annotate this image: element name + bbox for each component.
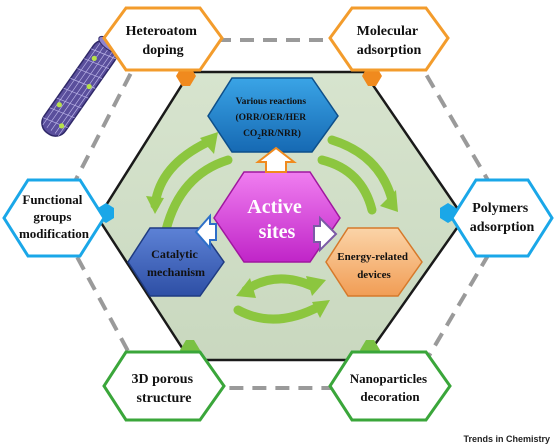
molecular-adsorption-hexagon	[328, 6, 450, 72]
cycle-arrowheads	[146, 132, 398, 318]
arrowhead-icon	[236, 278, 256, 298]
arrowhead-icon	[306, 276, 326, 296]
functional-groups-hexagon	[2, 178, 106, 258]
various-reactions-label: Various reactions (ORR/OER/HER CO2RR/NRR…	[235, 97, 308, 141]
journal-credit: Trends in Chemistry	[463, 434, 550, 444]
arrowhead-icon	[380, 190, 398, 212]
polymers-adsorption-label: Polymers adsorption	[470, 201, 535, 235]
curved-arrow-icon	[317, 155, 377, 215]
up-arrow-icon	[255, 146, 297, 173]
heteroatom-doping-hexagon	[102, 6, 224, 72]
cycle-arrows	[150, 135, 397, 324]
right-arrow-icon	[313, 215, 338, 253]
polymers-adsorption-hexagon	[450, 178, 554, 258]
heteroatom-doping-label: Heteroatom doping	[126, 24, 201, 58]
catalytic-mechanism-label: Catalytic mechanism	[147, 247, 205, 279]
nanoparticles-decoration-hexagon	[328, 350, 452, 422]
porous-structure-hexagon	[102, 350, 226, 422]
porous-structure-label: 3D porous structure	[131, 372, 196, 406]
curved-arrow-icon	[161, 155, 233, 235]
nanoparticles-decoration-label: Nanoparticles decoration	[350, 371, 431, 404]
arrowhead-icon	[200, 132, 218, 154]
left-arrow-icon	[194, 213, 217, 251]
various-reactions-hexagon	[207, 77, 339, 153]
arrowhead-icon	[312, 300, 330, 318]
active-sites-hexagon	[213, 171, 341, 263]
arrowhead-icon	[146, 196, 164, 214]
curved-arrow-icon	[327, 135, 397, 205]
energy-devices-hexagon	[325, 227, 423, 297]
functional-groups-label: Functional groups modification	[19, 192, 90, 241]
molecular-adsorption-label: Molecular adsorption	[357, 24, 422, 58]
active-sites-label: Active sites	[247, 196, 306, 243]
curved-arrow-icon	[233, 301, 325, 324]
energy-devices-label: Energy-related devices	[337, 251, 410, 281]
